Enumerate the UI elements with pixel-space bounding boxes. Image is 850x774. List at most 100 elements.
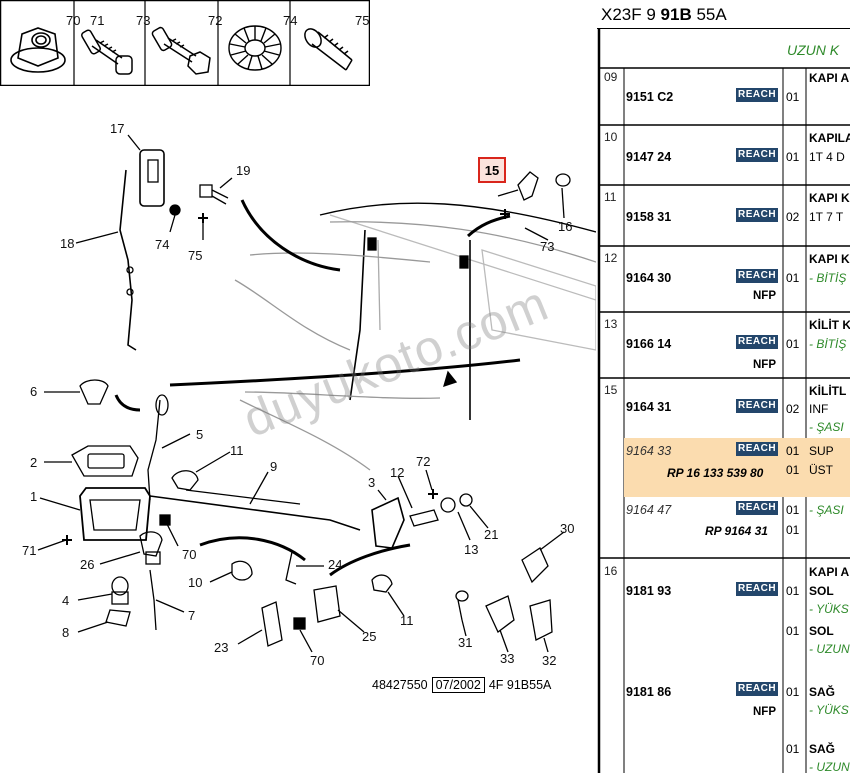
reach-badge: REACH [736, 501, 779, 515]
part-number[interactable]: 9164 30 [626, 271, 672, 285]
part-number[interactable]: 9164 33 [626, 444, 672, 458]
catalog-row[interactable]: 9164 47 REACH RP 9164 31 01 01 - ŞASI [597, 496, 850, 558]
description-detail: - YÜKS [809, 602, 849, 616]
callout-8: 8 [62, 625, 70, 640]
part-number[interactable]: 9181 93 [626, 584, 672, 598]
description-detail: SOL [809, 584, 834, 598]
part-number[interactable]: 9158 31 [626, 210, 672, 224]
screw-with-nut-icon [81, 29, 133, 75]
quantity: 02 [786, 402, 800, 416]
callout-18: 18 [60, 236, 75, 251]
callout-32: 32 [542, 653, 557, 668]
catalog-row[interactable]: 11 9158 31 REACH 02 KAPI K 1T 7 T [597, 185, 850, 246]
catalog-row[interactable]: 10 9147 24 REACH 01 KAPILA 1T 4 D [597, 125, 850, 185]
reach-badge: REACH [736, 269, 779, 283]
callout-12: 12 [390, 465, 405, 480]
description: SUP [809, 444, 834, 458]
nfp-label: NFP [753, 706, 776, 718]
reach-badge: REACH [736, 442, 779, 456]
catalog-row[interactable]: 9181 86 REACH NFP 01 01 SAĞ - YÜKS SAĞ -… [597, 668, 850, 774]
flange-nut-icon [10, 27, 66, 73]
catalog-row[interactable]: 16 9181 93 REACH 01 01 KAPI A SOL - YÜKS… [597, 558, 850, 668]
callout-72: 72 [416, 454, 431, 469]
catalog-row[interactable]: 09 9151 C2 REACH 01 KAPI A [597, 68, 850, 125]
description: KİLİT K [809, 318, 850, 332]
quantity: 01 [786, 503, 800, 517]
callout-71-strip: 71 [90, 13, 105, 28]
exploded-view-drawing [37, 134, 596, 653]
callout-5: 5 [196, 427, 204, 442]
callout-4: 4 [62, 593, 70, 608]
nfp-label: NFP [753, 290, 776, 302]
callout-9: 9 [270, 459, 278, 474]
reach-badge: REACH [736, 582, 779, 596]
callout-16: 16 [558, 219, 573, 234]
quantity: 01 [786, 685, 800, 699]
row-ref: 11 [604, 190, 617, 204]
part-number[interactable]: 9164 31 [626, 400, 672, 414]
callout-30: 30 [560, 521, 575, 536]
description-detail: ÜST [809, 463, 833, 477]
nfp-label: NFP [753, 359, 776, 371]
title-bold: 91B [660, 5, 692, 24]
footer-code: 4F 91B55A [488, 678, 552, 692]
callout-19: 19 [236, 163, 251, 178]
part-number[interactable]: 9166 14 [626, 337, 672, 351]
callout-11-upper: 11 [230, 443, 244, 458]
part-number[interactable]: 9181 86 [626, 685, 672, 699]
row-ref: 13 [604, 317, 618, 331]
parts-diagram: 70 71 73 72 74 75 17 19 18 74 75 15 16 7… [0, 0, 596, 693]
catalog-row-highlighted[interactable]: 9164 33 REACH RP 16 133 539 80 01 01 SUP… [597, 438, 850, 496]
quantity: 01 [786, 90, 800, 104]
quantity: 01 [786, 624, 800, 638]
part-number[interactable]: 9147 24 [626, 150, 672, 164]
callout-73-strip: 73 [136, 13, 151, 28]
description: KAPI K [809, 252, 850, 266]
section-header: UZUN K [787, 42, 840, 58]
quantity: 01 [786, 150, 800, 164]
reach-badge: REACH [736, 335, 779, 349]
callout-15-highlighted[interactable]: 15 [478, 157, 506, 183]
reach-badge: REACH [736, 399, 779, 413]
replacement-part: RP 16 133 539 80 [667, 466, 764, 480]
title-suffix: 55A [691, 5, 727, 24]
part-number[interactable]: 9164 47 [626, 503, 672, 517]
catalog-row[interactable]: 15 9164 31 REACH 02 KİLİTL INF - ŞASI [597, 378, 850, 438]
description-detail: - BİTİŞ [809, 271, 847, 285]
catalog-row[interactable]: 12 9164 30 REACH NFP 01 KAPI K - BİTİŞ [597, 246, 850, 312]
description-detail: 1T 4 D [809, 150, 845, 164]
callout-13: 13 [464, 542, 479, 557]
callout-25: 25 [362, 629, 377, 644]
quantity: 01 [786, 584, 800, 598]
callout-74: 74 [155, 237, 170, 252]
catalog-row[interactable]: 13 9166 14 REACH NFP 01 KİLİT K - BİTİŞ [597, 312, 850, 378]
callout-72-strip: 72 [208, 13, 223, 28]
callout-10: 10 [188, 575, 203, 590]
callout-75: 75 [188, 248, 203, 263]
callout-11-lower: 11 [400, 613, 414, 628]
quantity: 01 [786, 463, 800, 477]
description: - ŞASI [809, 503, 844, 517]
part-number[interactable]: 9151 C2 [626, 90, 674, 104]
callout-33: 33 [500, 651, 515, 666]
callout-74-strip: 74 [283, 13, 298, 28]
replacement-part: RP 9164 31 [705, 524, 768, 538]
countersunk-bolt-icon [304, 28, 353, 71]
row-ref: 09 [604, 70, 618, 84]
description-detail: - ŞASI [809, 420, 844, 434]
callout-70-strip: 70 [66, 13, 81, 28]
callout-21: 21 [484, 527, 499, 542]
callout-26: 26 [80, 557, 95, 572]
quantity: 01 [786, 523, 800, 537]
reach-badge: REACH [736, 682, 779, 696]
row-ref: 16 [604, 564, 618, 578]
reach-badge: REACH [736, 148, 779, 162]
quantity: 01 [786, 742, 800, 756]
callout-75-strip: 75 [355, 13, 370, 28]
catalog-title: X23F 9 91B 55A [601, 5, 727, 25]
callout-3: 3 [368, 475, 376, 490]
callout-17: 17 [110, 121, 125, 136]
description: KAPI K [809, 191, 850, 205]
row-ref: 15 [604, 383, 618, 397]
callout-31: 31 [458, 635, 473, 650]
